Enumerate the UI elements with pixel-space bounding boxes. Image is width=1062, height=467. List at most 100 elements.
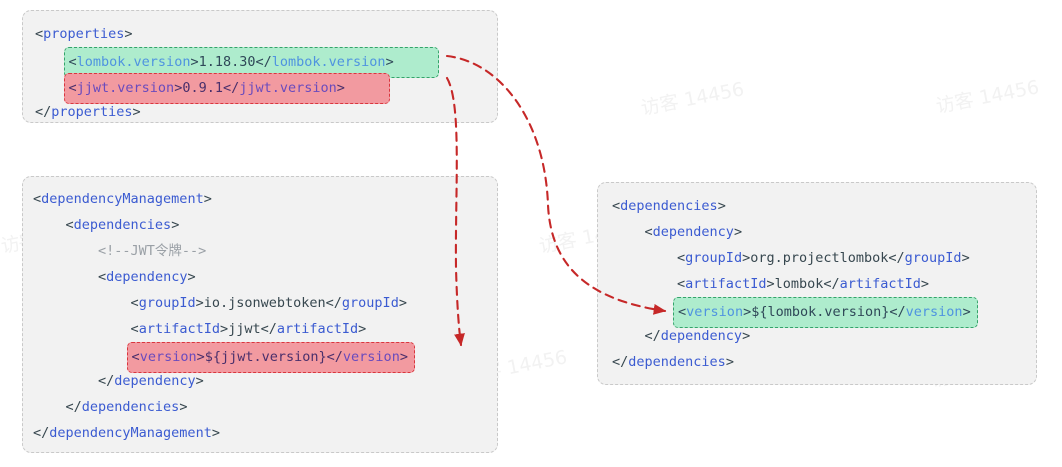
code-line: </properties> bbox=[35, 99, 497, 125]
xml-bracket: </ bbox=[823, 276, 840, 292]
xml-text: org.projectlombok bbox=[750, 250, 889, 266]
xml-bracket: < bbox=[35, 26, 44, 42]
code-line: <dependency> bbox=[612, 219, 1036, 245]
highlighted-version-line[interactable]: <version>${jjwt.version}</version> bbox=[126, 342, 415, 373]
xml-tag-name: version bbox=[905, 304, 963, 320]
highlighted-version-line[interactable]: <jjwt.version>0.9.1</jjwt.version> bbox=[63, 73, 390, 104]
xml-bracket: > bbox=[733, 224, 743, 240]
xml-text: 1.18.30 bbox=[198, 54, 256, 70]
xml-bracket: > bbox=[196, 349, 205, 365]
xml-text: 0.9.1 bbox=[182, 80, 223, 96]
indent bbox=[35, 80, 68, 96]
xml-tag-name: artifactId bbox=[839, 276, 921, 292]
xml-bracket: < bbox=[677, 276, 686, 292]
code-line: <version>${jjwt.version}</version> bbox=[33, 342, 497, 373]
xml-tag-name: dependencyManagement bbox=[49, 425, 212, 441]
xml-bracket: < bbox=[678, 304, 687, 320]
xml-bracket: > bbox=[766, 276, 775, 292]
xml-tag-name: jjwt.version bbox=[76, 80, 175, 96]
xml-bracket: > bbox=[174, 80, 183, 96]
xml-bracket: < bbox=[98, 269, 107, 285]
xml-bracket: < bbox=[612, 198, 621, 214]
xml-bracket: < bbox=[677, 250, 686, 266]
code-line: <!--JWT令牌--> bbox=[33, 238, 497, 264]
xml-tag-name: dependencies bbox=[620, 198, 718, 214]
xml-bracket: > bbox=[920, 276, 930, 292]
indent bbox=[33, 399, 66, 415]
xml-bracket: > bbox=[195, 295, 204, 311]
code-line: </dependency> bbox=[612, 323, 1036, 349]
indent bbox=[612, 250, 677, 266]
highlighted-version-line[interactable]: <version>${lombok.version}</version> bbox=[673, 297, 978, 328]
xml-tag-name: artifactId bbox=[685, 276, 767, 292]
code-line: </dependencies> bbox=[33, 394, 497, 420]
xml-tag-name: groupId bbox=[685, 250, 743, 266]
xml-bracket: </ bbox=[644, 328, 661, 344]
xml-bracket: < bbox=[65, 217, 74, 233]
code-line: <jjwt.version>0.9.1</jjwt.version> bbox=[35, 73, 497, 104]
indent bbox=[612, 224, 645, 240]
xml-tag-name: dependencies bbox=[628, 354, 726, 370]
xml-bracket: > bbox=[961, 250, 970, 266]
code-line: </dependencies> bbox=[612, 349, 1036, 375]
code-line: <dependency> bbox=[33, 264, 497, 290]
xml-comment: <!--JWT令牌--> bbox=[98, 243, 207, 259]
xml-bracket: > bbox=[358, 321, 367, 337]
indent bbox=[35, 54, 68, 70]
xml-bracket: < bbox=[68, 54, 77, 70]
indent bbox=[33, 269, 98, 285]
xml-bracket: </ bbox=[33, 425, 50, 441]
indent bbox=[33, 373, 98, 389]
xml-text: ${lombok.version} bbox=[751, 304, 890, 320]
xml-tag-name: properties bbox=[51, 104, 133, 120]
xml-tag-name: dependencyManagement bbox=[41, 191, 204, 207]
xml-bracket: > bbox=[203, 191, 212, 207]
xml-bracket: </ bbox=[65, 399, 82, 415]
code-line: </dependencyManagement> bbox=[33, 420, 497, 446]
xml-tag-name: artifactId bbox=[276, 321, 359, 337]
xml-bracket: > bbox=[171, 217, 180, 233]
xml-tag-name: version bbox=[686, 304, 744, 320]
code-line: <properties> bbox=[35, 21, 497, 47]
code-line: <lombok.version>1.18.30</lombok.version> bbox=[35, 47, 497, 78]
xml-tag-name: artifactId bbox=[138, 321, 220, 337]
xml-bracket: > bbox=[187, 269, 196, 285]
xml-bracket: > bbox=[195, 373, 204, 389]
code-line: <dependencies> bbox=[33, 212, 497, 238]
properties-panel: <properties> <lombok.version>1.18.30</lo… bbox=[22, 10, 498, 123]
code-line: <artifactId>jjwt</artifactId> bbox=[33, 316, 497, 342]
indent bbox=[612, 328, 645, 344]
indent bbox=[33, 295, 131, 311]
dependencies-panel: <dependencies> <dependency> <groupId>org… bbox=[597, 182, 1037, 385]
xml-tag-name: lombok.version bbox=[76, 54, 191, 70]
xml-bracket: > bbox=[742, 250, 751, 266]
xml-tag-name: properties bbox=[43, 26, 125, 42]
indent bbox=[33, 243, 98, 259]
code-line: </dependency> bbox=[33, 368, 497, 394]
xml-bracket: </ bbox=[222, 80, 240, 96]
xml-bracket: </ bbox=[325, 295, 342, 311]
xml-tag-name: groupId bbox=[341, 295, 399, 311]
xml-bracket: </ bbox=[326, 349, 343, 365]
highlighted-version-line[interactable]: <lombok.version>1.18.30</lombok.version> bbox=[63, 47, 439, 78]
xml-bracket: > bbox=[743, 304, 752, 320]
xml-bracket: > bbox=[336, 80, 345, 96]
xml-bracket: > bbox=[717, 198, 726, 214]
xml-bracket: < bbox=[131, 349, 140, 365]
dependencies-code: <dependencies> <dependency> <groupId>org… bbox=[598, 183, 1036, 375]
dependency-management-code: <dependencyManagement> <dependencies> <!… bbox=[23, 177, 497, 446]
xml-tag-name: dependency bbox=[114, 373, 196, 389]
xml-tag-name: dependency bbox=[106, 269, 188, 285]
xml-tag-name: dependency bbox=[652, 224, 734, 240]
xml-tag-name: version bbox=[342, 349, 400, 365]
xml-tag-name: dependencies bbox=[81, 399, 180, 415]
code-line: <dependencyManagement> bbox=[33, 186, 497, 212]
xml-bracket: < bbox=[130, 321, 139, 337]
xml-bracket: > bbox=[132, 104, 141, 120]
xml-bracket: < bbox=[33, 191, 42, 207]
code-line: <version>${lombok.version}</version> bbox=[612, 297, 1036, 328]
watermark: 访客 14456 bbox=[639, 78, 746, 120]
xml-bracket: > bbox=[962, 304, 971, 320]
xml-text: io.jsonwebtoken bbox=[203, 295, 326, 311]
